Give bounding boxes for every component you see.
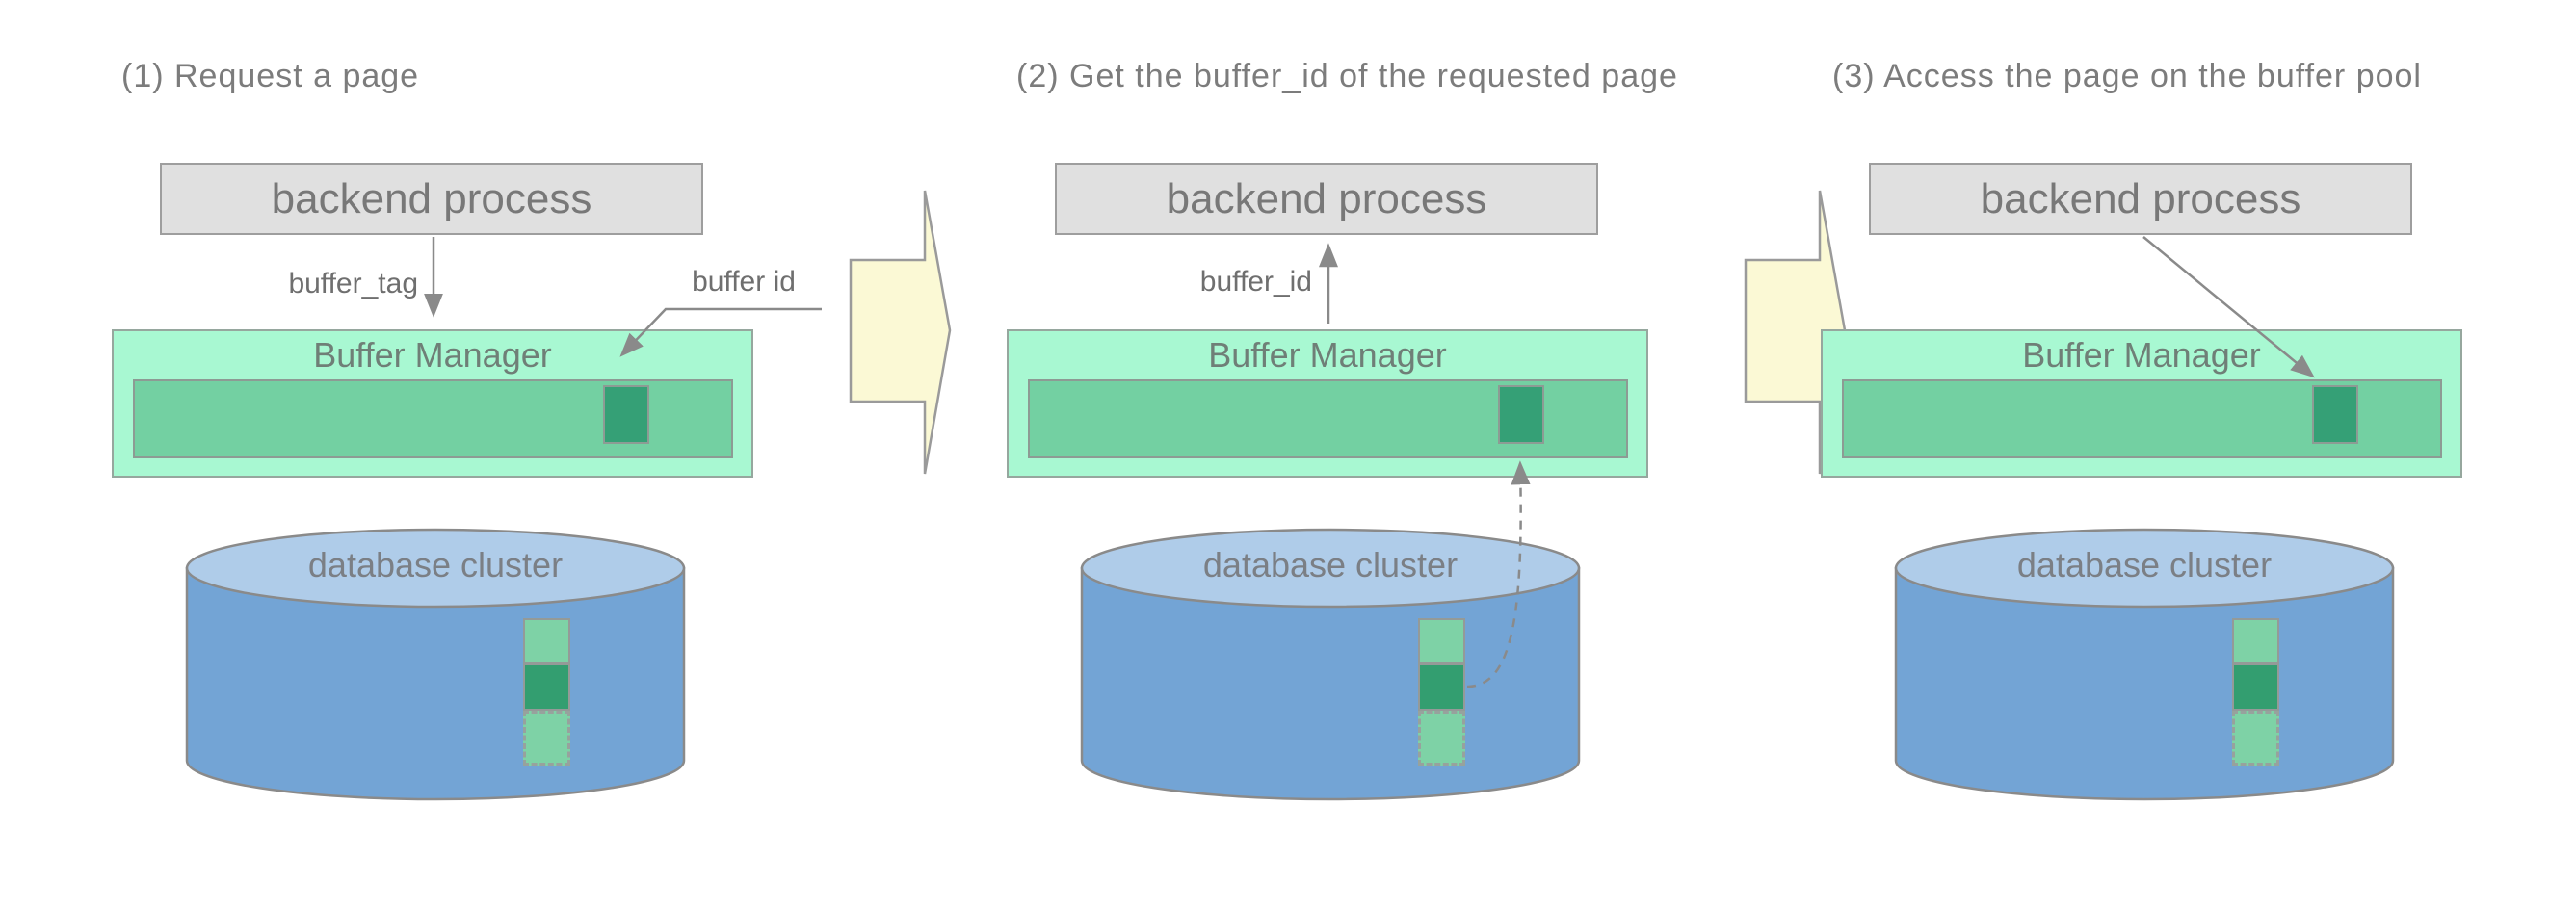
buffer-id-label: buffer_id [1199, 266, 1312, 298]
backend-process-label: backend process [1166, 174, 1487, 222]
buffer-pool-page-cell-2 [1498, 385, 1544, 444]
panel-1-title: (1) Request a page [121, 58, 420, 94]
disk-page-cell-dark [523, 663, 570, 711]
panel-3-title: (3) Access the page on the buffer pool [1832, 58, 2422, 94]
backend-process-box-3: backend process [1869, 163, 2412, 235]
database-cluster-label: database cluster [307, 545, 564, 584]
flow-step-arrow-icon [849, 190, 952, 475]
disk-page-cell-dashed [523, 711, 570, 766]
backend-process-box-1: backend process [160, 163, 703, 235]
cylinder-top [1080, 528, 1581, 609]
buffer-pool-page-cell-3 [2312, 385, 2358, 444]
disk-page-cell-light [2232, 618, 2279, 663]
buffer-pool-page-cell-1 [603, 385, 649, 444]
cylinder-top [185, 528, 686, 609]
disk-page-cell-dark [2232, 663, 2279, 711]
buffer-manager-label: Buffer Manager [2022, 335, 2261, 375]
disk-page-cell-dark [1418, 663, 1465, 711]
disk-page-cell-dashed [1418, 711, 1465, 766]
cylinder-top [1894, 528, 2395, 609]
disk-page-cell-light [523, 618, 570, 663]
backend-process-label: backend process [271, 174, 592, 222]
backend-process-box-2: backend process [1055, 163, 1598, 235]
disk-page-cell-light [1418, 618, 1465, 663]
buffer-id-callout-label: buffer id [692, 266, 796, 298]
disk-page-cell-dashed [2232, 711, 2279, 766]
database-cluster-label: database cluster [2016, 545, 2273, 584]
buffer-manager-label: Buffer Manager [313, 335, 552, 375]
buffer-manager-label: Buffer Manager [1208, 335, 1447, 375]
panel-2-title: (2) Get the buffer_id of the requested p… [1016, 58, 1678, 94]
backend-process-label: backend process [1980, 174, 2301, 222]
database-cluster-label: database cluster [1202, 545, 1459, 584]
buffer-tag-label: buffer_tag [288, 268, 418, 299]
